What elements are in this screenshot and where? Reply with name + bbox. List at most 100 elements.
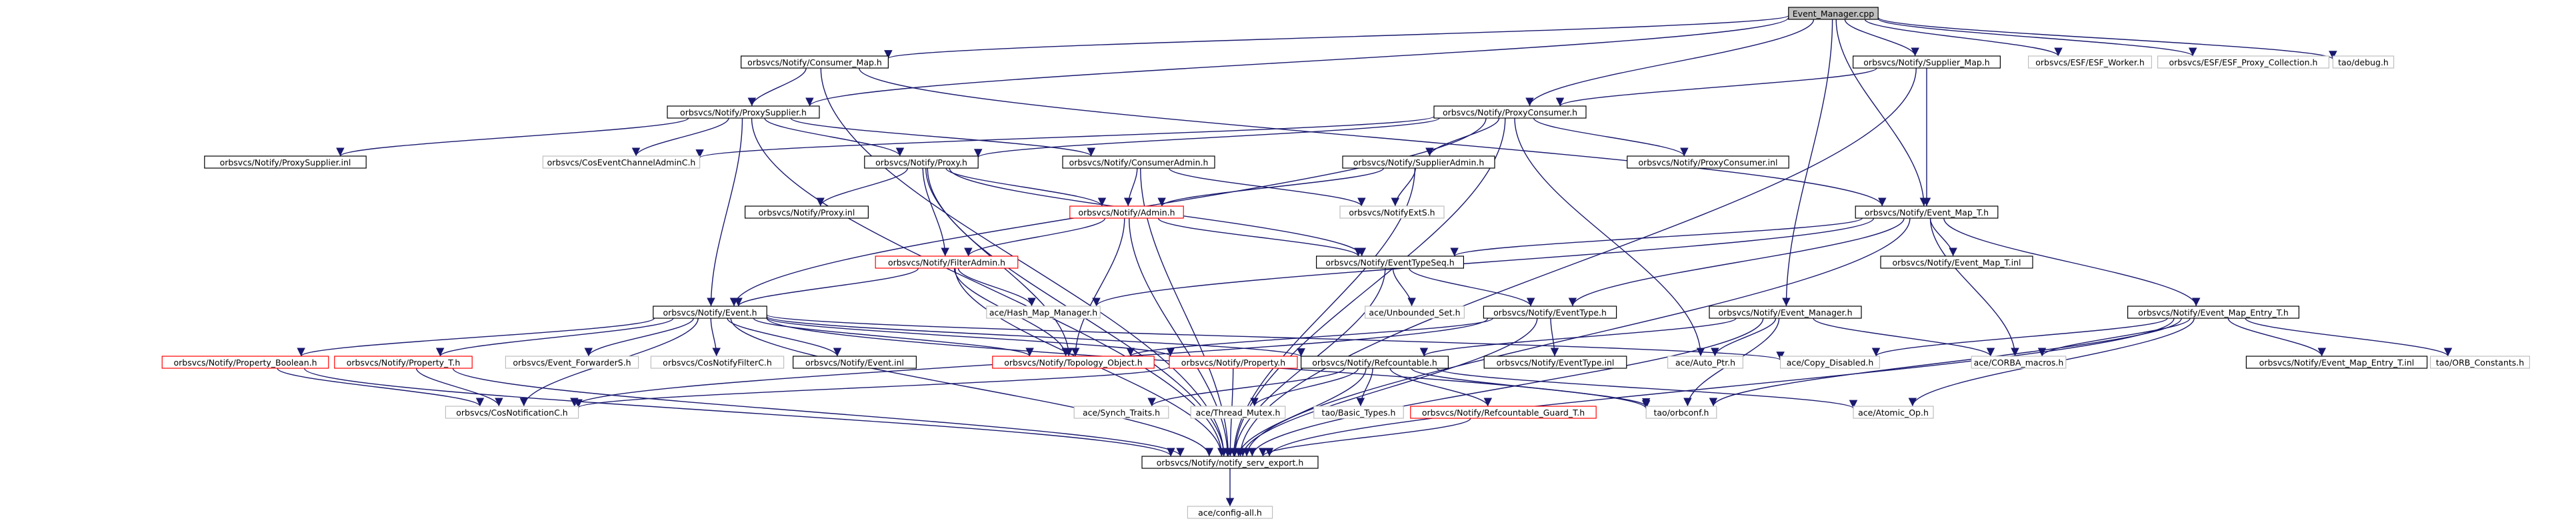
node-label: ace/config-all.h <box>1198 508 1262 518</box>
graph-node-proxy-consumer-inl[interactable]: orbsvcs/Notify/ProxyConsumer.inl <box>1627 155 1789 169</box>
edge-proxy-supplier-to-cos-event-channel-admin <box>631 117 729 157</box>
node-label: ace/Thread_Mutex.h <box>1196 408 1281 418</box>
edge-notify-event-type-to-notify-serv-export <box>1238 318 1538 457</box>
graph-node-property-boolean[interactable]: orbsvcs/Notify/Property_Boolean.h <box>161 356 329 369</box>
graph-node-config-all[interactable]: ace/config-all.h <box>1187 506 1273 519</box>
graph-node-esf-proxy-coll[interactable]: orbsvcs/ESF/ESF_Proxy_Collection.h <box>2157 55 2330 69</box>
node-box <box>1300 356 1449 369</box>
edge-event-map-t-to-event-map-entry-t <box>1943 217 2201 307</box>
graph-node-event-map-entry-t[interactable]: orbsvcs/Notify/Event_Map_Entry_T.h <box>2127 306 2300 319</box>
node-label: orbsvcs/Notify/Event_Map_T.inl <box>1892 257 2021 268</box>
graph-node-cos-event-channel-admin[interactable]: orbsvcs/CosEventChannelAdminC.h <box>542 155 701 169</box>
graph-node-copy-disabled[interactable]: ace/Copy_Disabled.h <box>1780 356 1881 369</box>
edge-proxy-consumer-to-proxy-consumer-inl <box>1533 117 1689 157</box>
edge-event-type-seq-to-unbounded-set <box>1392 268 1416 307</box>
node-box <box>792 356 917 369</box>
edge-proxy-consumer-to-auto-ptr <box>1514 117 1705 357</box>
node-box <box>1187 506 1273 519</box>
edge-notify-admin-to-filter-admin <box>964 217 1106 257</box>
node-label: orbsvcs/NotifyExtS.h <box>1349 207 1435 217</box>
edge-notify-event-to-notify-event-inl <box>727 318 842 357</box>
graph-node-event-map-entry-t-inl[interactable]: orbsvcs/Notify/Event_Map_Entry_T.inl <box>2245 356 2428 369</box>
graph-node-unbounded-set[interactable]: ace/Unbounded_Set.h <box>1364 306 1465 319</box>
node-label: orbsvcs/Notify/ConsumerAdmin.h <box>1069 157 1209 167</box>
graph-node-notify-serv-export[interactable]: orbsvcs/Notify/notify_serv_export.h <box>1141 456 1319 469</box>
node-box <box>2157 55 2330 69</box>
edge-notify-event-to-copy-disabled <box>766 314 1785 361</box>
node-label: ace/Unbounded_Set.h <box>1369 308 1460 318</box>
edge-proxy-supplier-to-notify-event <box>707 117 743 307</box>
graph-node-tao-debug[interactable]: tao/debug.h <box>2332 55 2395 69</box>
node-box <box>1062 155 1215 169</box>
graph-node-notify-property[interactable]: orbsvcs/Notify/Property.h <box>1169 356 1298 369</box>
graph-node-consumer-admin[interactable]: orbsvcs/Notify/ConsumerAdmin.h <box>1062 155 1215 169</box>
graph-node-property-t[interactable]: orbsvcs/Notify/Property_T.h <box>334 356 473 369</box>
graph-node-root[interactable]: Event_Manager.cpp <box>1788 7 1879 20</box>
node-label: orbsvcs/Notify/Property_Boolean.h <box>173 358 317 368</box>
graph-node-synch-traits[interactable]: ace/Synch_Traits.h <box>1073 406 1169 419</box>
graph-node-thread-mutex[interactable]: ace/Thread_Mutex.h <box>1190 406 1286 419</box>
graph-node-event-map-t[interactable]: orbsvcs/Notify/Event_Map_T.h <box>1855 205 1999 219</box>
graph-node-refcountable-guard-t[interactable]: orbsvcs/Notify/Refcountable_Guard_T.h <box>1410 406 1597 419</box>
graph-node-notify-proxy[interactable]: orbsvcs/Notify/Proxy.h <box>864 155 979 169</box>
graph-node-filter-admin[interactable]: orbsvcs/Notify/FilterAdmin.h <box>875 255 1019 269</box>
node-box <box>1339 205 1445 219</box>
node-label: orbsvcs/Notify/Event_Map_T.h <box>1865 207 1989 217</box>
graph-node-cos-notify-filter[interactable]: orbsvcs/CosNotifyFilterC.h <box>650 356 785 369</box>
graph-node-proxy-inl[interactable]: orbsvcs/Notify/Proxy.inl <box>744 205 869 219</box>
node-box <box>992 356 1155 369</box>
node-box <box>667 105 820 119</box>
graph-node-auto-ptr[interactable]: ace/Auto_Ptr.h <box>1667 356 1744 369</box>
graph-node-notify-ext-s[interactable]: orbsvcs/NotifyExtS.h <box>1339 205 1445 219</box>
graph-node-corba-macros[interactable]: ace/CORBA_macros.h <box>1971 356 2067 369</box>
graph-node-refcountable[interactable]: orbsvcs/Notify/Refcountable.h <box>1300 356 1449 369</box>
graph-node-notify-admin[interactable]: orbsvcs/Notify/Admin.h <box>1069 205 1184 219</box>
graph-node-notify-event-type[interactable]: orbsvcs/Notify/EventType.h <box>1483 306 1617 319</box>
node-label: orbsvcs/Notify/Proxy.inl <box>759 207 855 217</box>
graph-node-notify-event-inl[interactable]: orbsvcs/Notify/Event.inl <box>792 356 917 369</box>
edge-event-map-entry-t-to-orb-constants <box>2245 318 2453 357</box>
node-label: orbsvcs/ESF/ESF_Worker.h <box>2035 57 2145 67</box>
node-box <box>1853 406 1934 419</box>
edge-proxy-supplier-to-consumer-admin <box>790 117 1095 157</box>
graph-node-atomic-op[interactable]: ace/Atomic_Op.h <box>1853 406 1934 419</box>
node-box <box>2028 55 2153 69</box>
node-label: orbsvcs/Notify/Event.inl <box>805 358 904 368</box>
graph-node-orb-constants[interactable]: tao/ORB_Constants.h <box>2430 356 2531 369</box>
graph-node-notify-event-manager[interactable]: orbsvcs/Notify/Event_Manager.h <box>1709 306 1862 319</box>
graph-node-supplier-admin[interactable]: orbsvcs/Notify/SupplierAdmin.h <box>1342 155 1495 169</box>
edge-root-to-consumer-map <box>884 15 1789 59</box>
node-label: orbsvcs/ESF/ESF_Proxy_Collection.h <box>2169 57 2318 67</box>
graph-node-event-forwarder-s[interactable]: orbsvcs/Event_ForwarderS.h <box>505 356 639 369</box>
node-label: orbsvcs/Notify/Event_Map_Entry_T.h <box>2138 308 2289 318</box>
edge-refcountable-guard-t-to-notify-serv-export <box>1259 418 1471 457</box>
node-box <box>1169 356 1298 369</box>
node-label: orbsvcs/Notify/Event_Map_Entry_T.inl <box>2259 358 2415 368</box>
graph-node-proxy-supplier-inl[interactable]: orbsvcs/Notify/ProxySupplier.inl <box>204 155 367 169</box>
graph-node-orbconf[interactable]: tao/orbconf.h <box>1645 406 1717 419</box>
node-box <box>653 306 767 319</box>
edge-root-to-proxy-consumer <box>1525 19 1815 107</box>
graph-node-proxy-consumer[interactable]: orbsvcs/Notify/ProxyConsumer.h <box>1433 105 1587 119</box>
graph-node-esf-worker[interactable]: orbsvcs/ESF/ESF_Worker.h <box>2028 55 2153 69</box>
node-label: orbsvcs/Notify/ProxyConsumer.h <box>1443 107 1577 117</box>
edge-event-map-entry-t-to-copy-disabled <box>1871 318 2168 357</box>
graph-node-notify-event[interactable]: orbsvcs/Notify/Event.h <box>653 306 767 319</box>
graph-node-event-map-t-inl[interactable]: orbsvcs/Notify/Event_Map_T.inl <box>1880 255 2033 269</box>
node-box <box>1780 356 1881 369</box>
node-label: orbsvcs/Notify/FilterAdmin.h <box>888 257 1005 268</box>
edge-notify-event-manager-to-notify-serv-export <box>1248 318 1764 457</box>
graph-node-event-type-inl[interactable]: orbsvcs/Notify/EventType.inl <box>1483 356 1627 369</box>
graph-node-event-type-seq[interactable]: orbsvcs/Notify/EventTypeSeq.h <box>1315 255 1464 269</box>
edge-refcountable-to-basic-types <box>1356 368 1373 407</box>
graph-node-hash-map-manager[interactable]: ace/Hash_Map_Manager.h <box>986 306 1101 319</box>
graph-node-supplier-map[interactable]: orbsvcs/Notify/Supplier_Map.h <box>1853 55 2001 69</box>
node-label: orbsvcs/Notify/Event_Manager.h <box>1719 308 1853 318</box>
graph-node-basic-types[interactable]: tao/Basic_Types.h <box>1313 406 1404 419</box>
graph-node-cos-notification[interactable]: orbsvcs/CosNotificationC.h <box>445 406 579 419</box>
graph-node-consumer-map[interactable]: orbsvcs/Notify/Consumer_Map.h <box>740 55 889 69</box>
graph-node-topology-object[interactable]: orbsvcs/Notify/Topology_Object.h <box>992 356 1155 369</box>
graph-node-proxy-supplier[interactable]: orbsvcs/Notify/ProxySupplier.h <box>667 105 820 119</box>
node-box <box>1880 255 2033 269</box>
node-label: ace/Atomic_Op.h <box>1858 408 1929 418</box>
